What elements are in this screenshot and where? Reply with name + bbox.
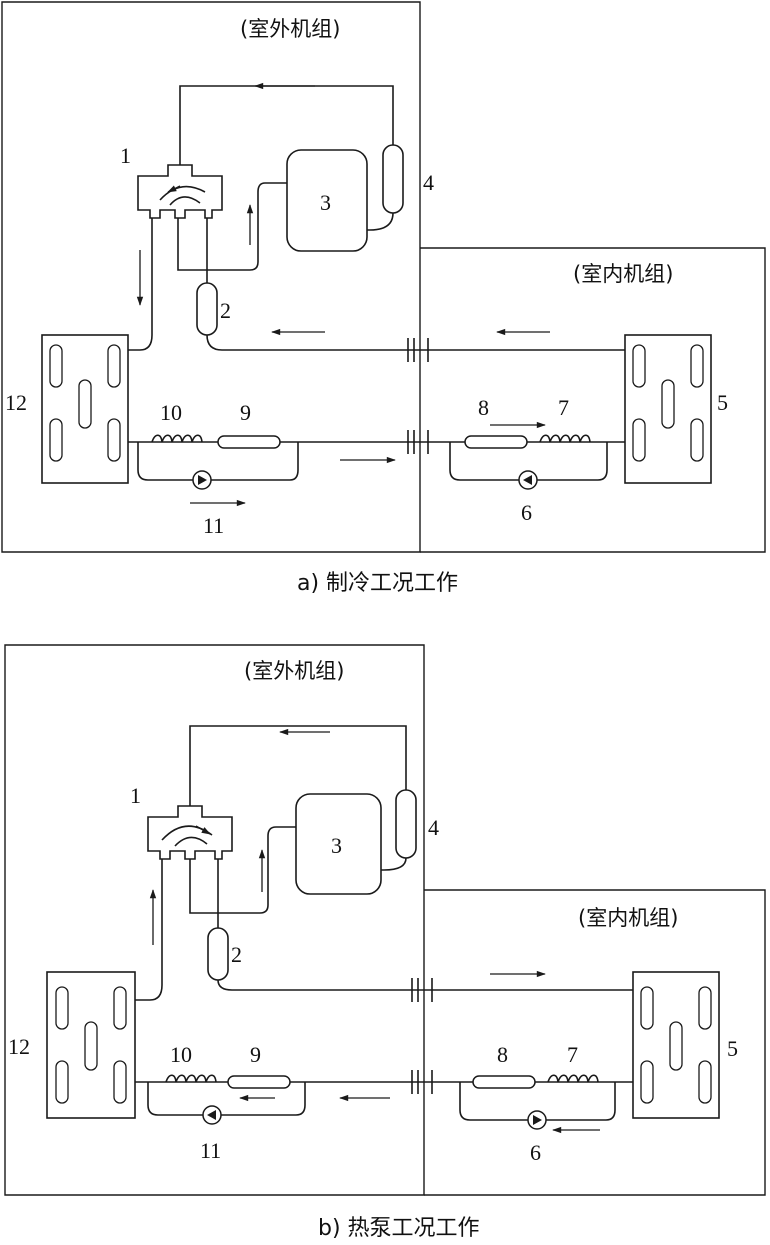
outdoor-unit-frame <box>1 1 421 553</box>
label-12: 12 <box>5 390 27 415</box>
label-6: 6 <box>530 1140 541 1165</box>
indoor-unit-frame <box>424 889 766 1196</box>
label-5: 5 <box>727 1036 738 1061</box>
label-9: 9 <box>240 400 251 425</box>
pipe-compressor-valve <box>177 182 287 271</box>
label-2: 2 <box>220 298 231 323</box>
label-9: 9 <box>250 1042 261 1067</box>
service-valve-gas <box>407 338 429 362</box>
capillary-10 <box>165 1074 217 1083</box>
label-7: 7 <box>567 1042 578 1067</box>
pipe-compressor-valve <box>189 826 296 914</box>
label-1: 1 <box>120 143 131 168</box>
capillary-7 <box>539 434 591 443</box>
label-3: 3 <box>320 190 331 215</box>
label-5: 5 <box>717 390 728 415</box>
indoor-unit-label: (室内机组) <box>578 906 678 930</box>
indoor-heat-exchanger <box>632 971 720 1119</box>
label-11: 11 <box>203 513 224 538</box>
outdoor-heat-exchanger <box>46 971 136 1119</box>
filter-8 <box>464 435 528 449</box>
filter-9 <box>217 435 281 449</box>
label-4: 4 <box>423 170 434 195</box>
indoor-unit-frame <box>420 247 766 553</box>
label-8: 8 <box>497 1042 508 1067</box>
filter-8 <box>472 1075 536 1089</box>
four-way-valve <box>137 164 223 219</box>
label-2: 2 <box>231 942 242 967</box>
indoor-heat-exchanger <box>624 334 712 484</box>
label-10: 10 <box>160 400 182 425</box>
label-10: 10 <box>170 1042 192 1067</box>
outdoor-unit-label: (室外机组) <box>240 17 340 41</box>
diagram-b-heat-pump: (室外机组) (室内机组) 1 3 4 2 12 5 <box>4 644 766 1241</box>
four-way-valve <box>147 805 233 860</box>
label-7: 7 <box>558 395 569 420</box>
bypass-loop-outdoor <box>147 1082 306 1116</box>
label-12: 12 <box>8 1034 30 1059</box>
label-11: 11 <box>200 1138 221 1163</box>
service-valve-liquid <box>411 1070 433 1094</box>
bypass-loop-outdoor <box>137 442 299 481</box>
service-valve-liquid <box>407 430 429 454</box>
compressor <box>295 793 382 895</box>
filter-9 <box>227 1075 291 1089</box>
label-1: 1 <box>130 783 141 808</box>
accumulator-2 <box>207 927 229 981</box>
capillary-10 <box>151 434 203 443</box>
label-4: 4 <box>428 815 439 840</box>
capillary-7 <box>547 1074 599 1083</box>
muffler-4 <box>395 789 417 859</box>
outdoor-heat-exchanger <box>41 334 129 484</box>
indoor-unit-label: (室内机组) <box>573 262 673 286</box>
pipe-gas-line <box>217 979 633 991</box>
caption-b: b) 热泵工况工作 <box>318 1216 480 1241</box>
caption-a: a) 制冷工况工作 <box>297 571 458 596</box>
muffler-4 <box>382 144 404 214</box>
accumulator-2 <box>196 282 218 336</box>
label-6: 6 <box>521 500 532 525</box>
pipe-gas-line <box>206 334 625 351</box>
diagram-a-cooling: (室外机组) (室内机组) 1 3 4 2 12 5 <box>1 1 766 596</box>
label-8: 8 <box>478 395 489 420</box>
service-valve-gas <box>411 978 433 1002</box>
label-3: 3 <box>331 833 342 858</box>
compressor <box>286 149 368 252</box>
outdoor-unit-label: (室外机组) <box>244 659 344 683</box>
pipe-discharge-loop <box>189 725 407 806</box>
